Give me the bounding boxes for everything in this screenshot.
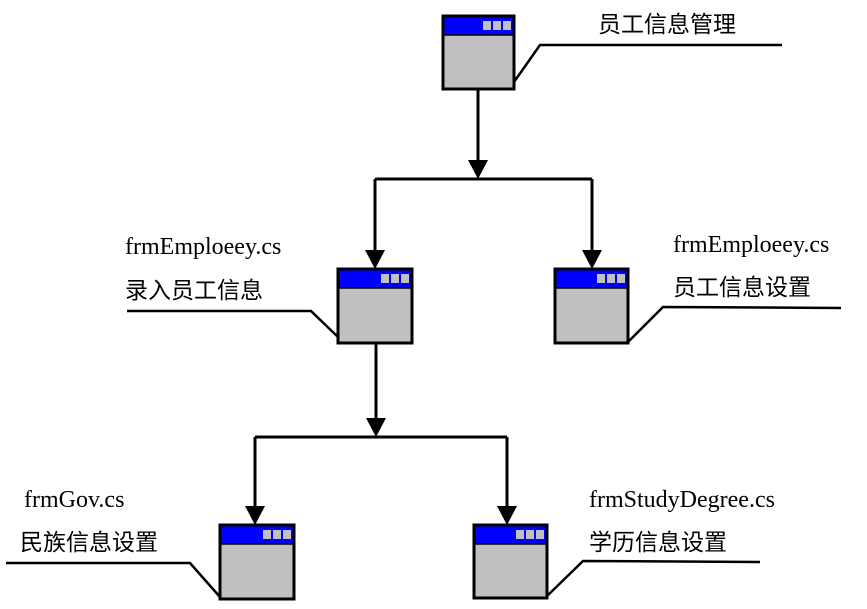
arrowhead-icon [497,506,517,525]
connectors [245,89,602,525]
arrowhead-icon [366,418,386,437]
node-title-employee-settings: 员工信息设置 [673,275,811,301]
window-form-icon [218,523,296,601]
arrowhead-icon [468,160,488,179]
leader-line-ethnicity-settings [6,561,221,598]
arrowhead-icon [245,506,265,525]
leader-line-root [512,43,782,83]
node-filename-education-settings: frmStudyDegree.cs [589,487,775,513]
leader-line-employee-entry [127,309,340,339]
node-title-employee-entry: 录入员工信息 [125,278,263,304]
window-form-icon [336,267,414,345]
arrowhead-icon [582,250,602,269]
node-employee-settings[interactable] [553,267,630,345]
leader-line-education-settings [545,559,761,598]
node-title-ethnicity-settings: 民族信息设置 [20,530,158,556]
node-root[interactable] [441,14,516,91]
arrowhead-icon [365,250,385,269]
node-title-education-settings: 学历信息设置 [589,530,727,556]
node-ethnicity-settings[interactable] [218,523,296,601]
node-filename-employee-settings: frmEmploeey.cs [673,232,829,258]
node-education-settings[interactable] [472,523,549,600]
leader-line-employee-settings [627,305,842,343]
node-filename-ethnicity-settings: frmGov.cs [24,487,124,513]
window-form-icon [553,267,630,345]
window-form-icon [441,14,516,91]
node-title-root: 员工信息管理 [598,12,736,38]
window-form-icon [472,523,549,600]
node-employee-entry[interactable] [336,267,414,345]
node-filename-employee-entry: frmEmploeey.cs [125,234,281,260]
leader-lines [6,43,842,598]
